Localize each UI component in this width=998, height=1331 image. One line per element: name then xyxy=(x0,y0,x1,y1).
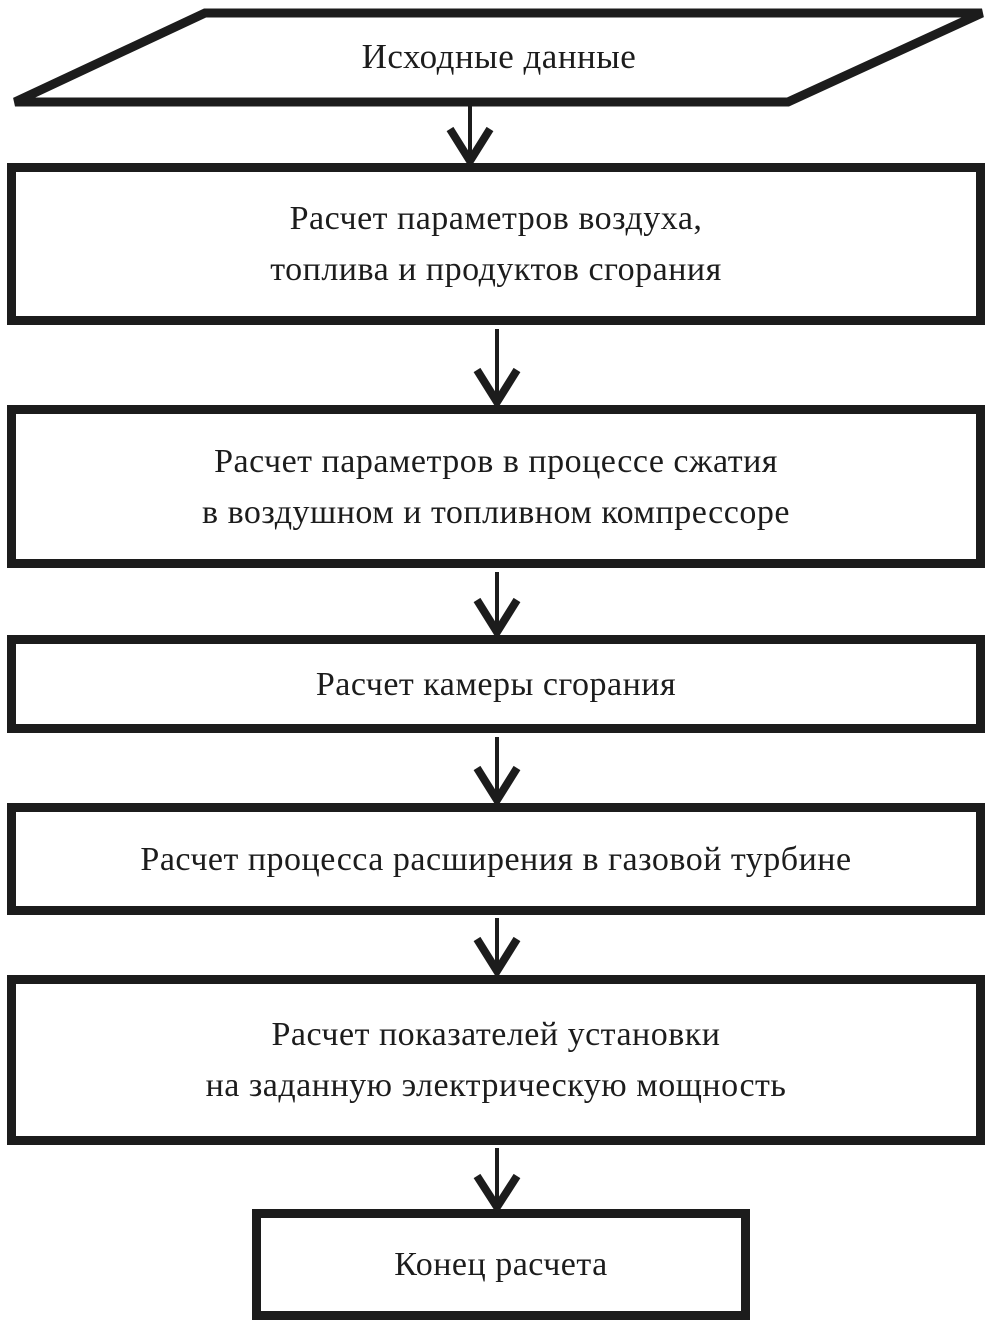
node-end: Конец расчета xyxy=(252,1209,750,1320)
arrow-step2-to-step3 xyxy=(473,572,521,640)
node-step1-label: Расчет параметров воздуха, топлива и про… xyxy=(270,200,722,288)
node-start-label: Исходные данные xyxy=(361,37,637,77)
node-step2: Расчет параметров в процессе сжатия в во… xyxy=(7,405,985,568)
arrow-step1-to-step2 xyxy=(473,329,521,410)
node-end-label: Конец расчета xyxy=(394,1246,608,1283)
node-step4-label: Расчет процесса расширения в газовой тур… xyxy=(140,840,852,878)
node-step4: Расчет процесса расширения в газовой тур… xyxy=(7,803,985,915)
start-parallelogram-shape xyxy=(13,8,984,107)
arrow-step3-to-step4 xyxy=(473,737,521,808)
node-step3: Расчет камеры сгорания xyxy=(7,635,985,733)
arrow-step4-to-step5 xyxy=(473,918,521,979)
node-step5-label: Расчет показателей установки на заданную… xyxy=(205,1016,787,1104)
node-step2-label: Расчет параметров в процессе сжатия в во… xyxy=(202,442,790,531)
arrow-step5-to-end xyxy=(473,1148,521,1215)
node-step5: Расчет показателей установки на заданную… xyxy=(7,975,985,1145)
node-step1: Расчет параметров воздуха, топлива и про… xyxy=(7,163,985,325)
node-step3-label: Расчет камеры сгорания xyxy=(315,665,677,703)
arrow-start-to-step1 xyxy=(446,106,494,169)
